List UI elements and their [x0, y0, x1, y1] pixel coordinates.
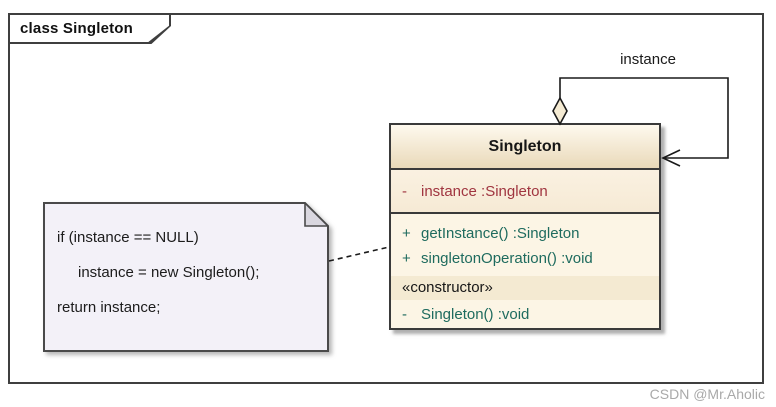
operation-signature: getInstance() :Singleton — [421, 225, 580, 242]
constructor-stereotype-band: «constructor» — [391, 276, 659, 300]
attribute-signature: instance :Singleton — [421, 182, 548, 200]
operation-visibility: + — [402, 250, 411, 267]
note-code-line: return instance; — [57, 299, 161, 316]
class-title: Singleton — [488, 137, 562, 155]
note-code-line: instance = new Singleton(); — [78, 264, 260, 281]
code-note: if (instance == NULL) instance = new Sin… — [43, 202, 329, 352]
constructor-visibility: - — [402, 306, 407, 323]
frame-tab: class Singleton — [8, 13, 171, 44]
operation-row: + singletonOperation() :void — [391, 246, 659, 271]
attribute-visibility: - — [402, 182, 407, 200]
class-operations-section: + getInstance() :Singleton + singletonOp… — [391, 214, 659, 328]
class-attributes-section: - instance :Singleton — [391, 170, 659, 214]
watermark-text: CSDN @Mr.Aholic — [649, 386, 765, 402]
note-code-line: if (instance == NULL) — [57, 229, 199, 246]
class-box-singleton: Singleton - instance :Singleton + getIns… — [389, 123, 661, 330]
class-header: Singleton — [391, 125, 659, 170]
operation-signature: singletonOperation() :void — [421, 250, 593, 267]
constructor-row: - Singleton() :void — [391, 302, 659, 327]
frame-title: class Singleton — [20, 20, 134, 37]
operation-visibility: + — [402, 225, 411, 242]
frame-tab-shape: class Singleton — [10, 15, 169, 42]
operation-row: + getInstance() :Singleton — [391, 221, 659, 246]
association-role-label: instance — [620, 51, 676, 68]
note-shape — [43, 202, 329, 352]
constructor-signature: Singleton() :void — [421, 306, 530, 323]
attribute-row: - instance :Singleton — [391, 179, 548, 204]
